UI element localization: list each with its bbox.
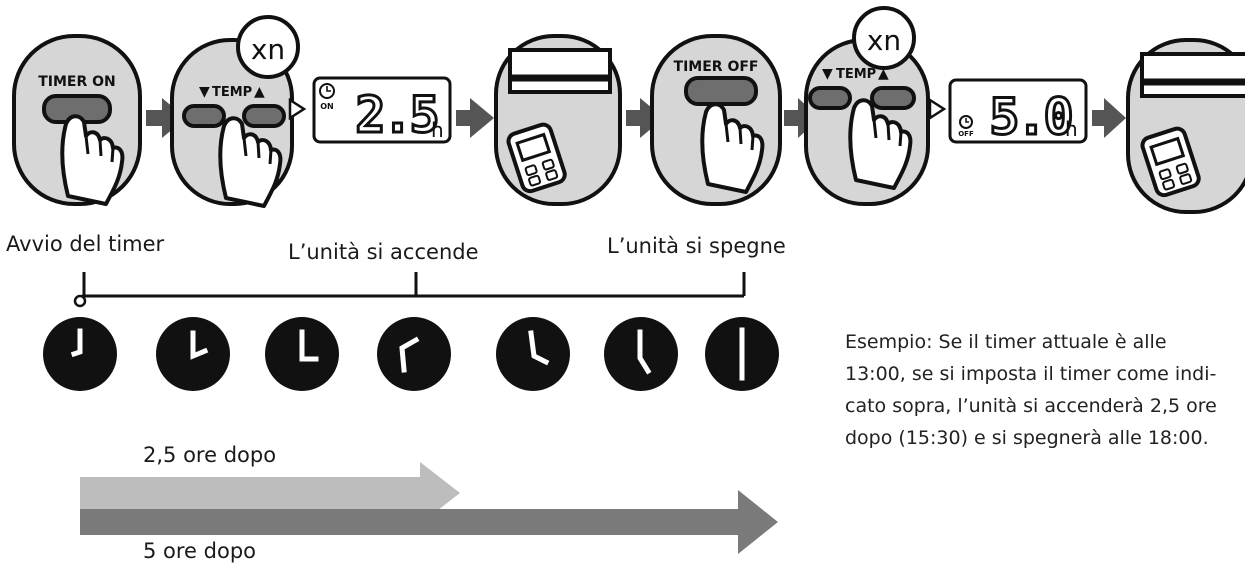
timer-on-label: TIMER ON	[38, 74, 116, 90]
next-arrow-icon	[626, 98, 664, 138]
clock-off	[705, 317, 779, 391]
display-off: OFF 5.0 h	[948, 78, 1088, 148]
unit-turns-on-illustration	[494, 34, 622, 206]
temp-down-button[interactable]	[182, 104, 226, 128]
short-duration-label: 2,5 ore dopo	[143, 443, 277, 467]
example-note: Esempio: Se il timer attuale è alle 13:00…	[845, 326, 1245, 454]
temp-up-button[interactable]	[242, 104, 286, 128]
step-temp-panel-off: xn ▼ TEMP ▲	[804, 6, 930, 206]
clock-5	[604, 317, 678, 391]
step-timer-on-panel: TIMER ON	[12, 34, 142, 206]
temp-up-button[interactable]	[870, 86, 916, 110]
example-line: Esempio: Se il timer attuale è alle	[845, 331, 1167, 353]
display-off-indicator: OFF	[958, 130, 974, 138]
clock-on	[377, 317, 451, 391]
clock-small-icon	[319, 83, 335, 99]
example-line: dopo (15:30) e si spegnerà alle 18:00.	[845, 427, 1209, 449]
short-duration-arrow	[80, 462, 460, 524]
clock-hands	[299, 329, 319, 362]
pointer-triangle-icon	[928, 97, 947, 121]
clock-hands	[528, 330, 550, 366]
display-on-unit: h	[431, 118, 444, 142]
clock-small-icon	[959, 115, 973, 129]
step-timer-off-panel: TIMER OFF	[650, 34, 782, 206]
clock-2	[265, 317, 339, 391]
example-line: 13:00, se si imposta il timer come indi-	[845, 363, 1217, 385]
timeline-bracket	[82, 272, 746, 298]
clock-4	[496, 317, 570, 391]
display-off-value: 5.0	[989, 88, 1071, 146]
repeat-badge	[852, 6, 916, 70]
long-duration-label: 5 ore dopo	[143, 539, 257, 563]
pointer-triangle-icon	[288, 97, 307, 121]
unit-turns-off-illustration	[1126, 38, 1245, 214]
timeline-start-marker	[73, 294, 87, 308]
repeat-badge	[236, 15, 300, 79]
next-arrow-icon	[1092, 98, 1126, 138]
clock-sequence	[43, 317, 779, 391]
clock-start	[43, 317, 117, 391]
display-on: ON 2.5 h	[312, 76, 452, 146]
example-line: cato sopra, l’unità si accenderà 2,5 ore	[845, 395, 1217, 417]
temp-down-button[interactable]	[808, 86, 852, 110]
repeat-badge-label: xn	[867, 24, 901, 57]
next-arrow-icon	[146, 98, 186, 138]
clock-icon	[377, 317, 451, 391]
clock-1	[156, 317, 230, 391]
unit-on-label: L’unità si accende	[288, 240, 479, 264]
temp-label: TEMP	[836, 67, 876, 82]
next-arrow-icon	[456, 98, 494, 138]
repeat-badge-label: xn	[251, 33, 285, 66]
step-temp-panel-on: xn ▼ TEMP ▲	[170, 15, 300, 208]
long-duration-arrow	[80, 490, 778, 554]
step-sequence: TIMER ON xn ▼ TEMP ▲ ON 2.5 h	[12, 6, 1245, 214]
up-triangle-icon: ▲	[254, 84, 265, 100]
display-on-indicator: ON	[320, 102, 334, 111]
next-arrow-icon	[784, 98, 820, 138]
clock-hands	[637, 329, 652, 375]
timer-start-label: Avvio del timer	[6, 232, 165, 256]
down-triangle-icon: ▼	[199, 84, 210, 100]
clock-hands	[190, 330, 209, 360]
down-triangle-icon: ▼	[822, 66, 833, 82]
display-off-unit: h	[1065, 117, 1078, 141]
clock-hands	[70, 328, 83, 358]
clock-hands	[399, 336, 420, 373]
temp-label: TEMP	[212, 85, 252, 100]
up-triangle-icon: ▲	[878, 66, 889, 82]
timer-off-label: TIMER OFF	[674, 59, 759, 75]
timeline	[43, 272, 779, 391]
unit-off-label: L’unità si spegne	[607, 234, 786, 258]
display-on-value: 2.5	[355, 86, 436, 144]
